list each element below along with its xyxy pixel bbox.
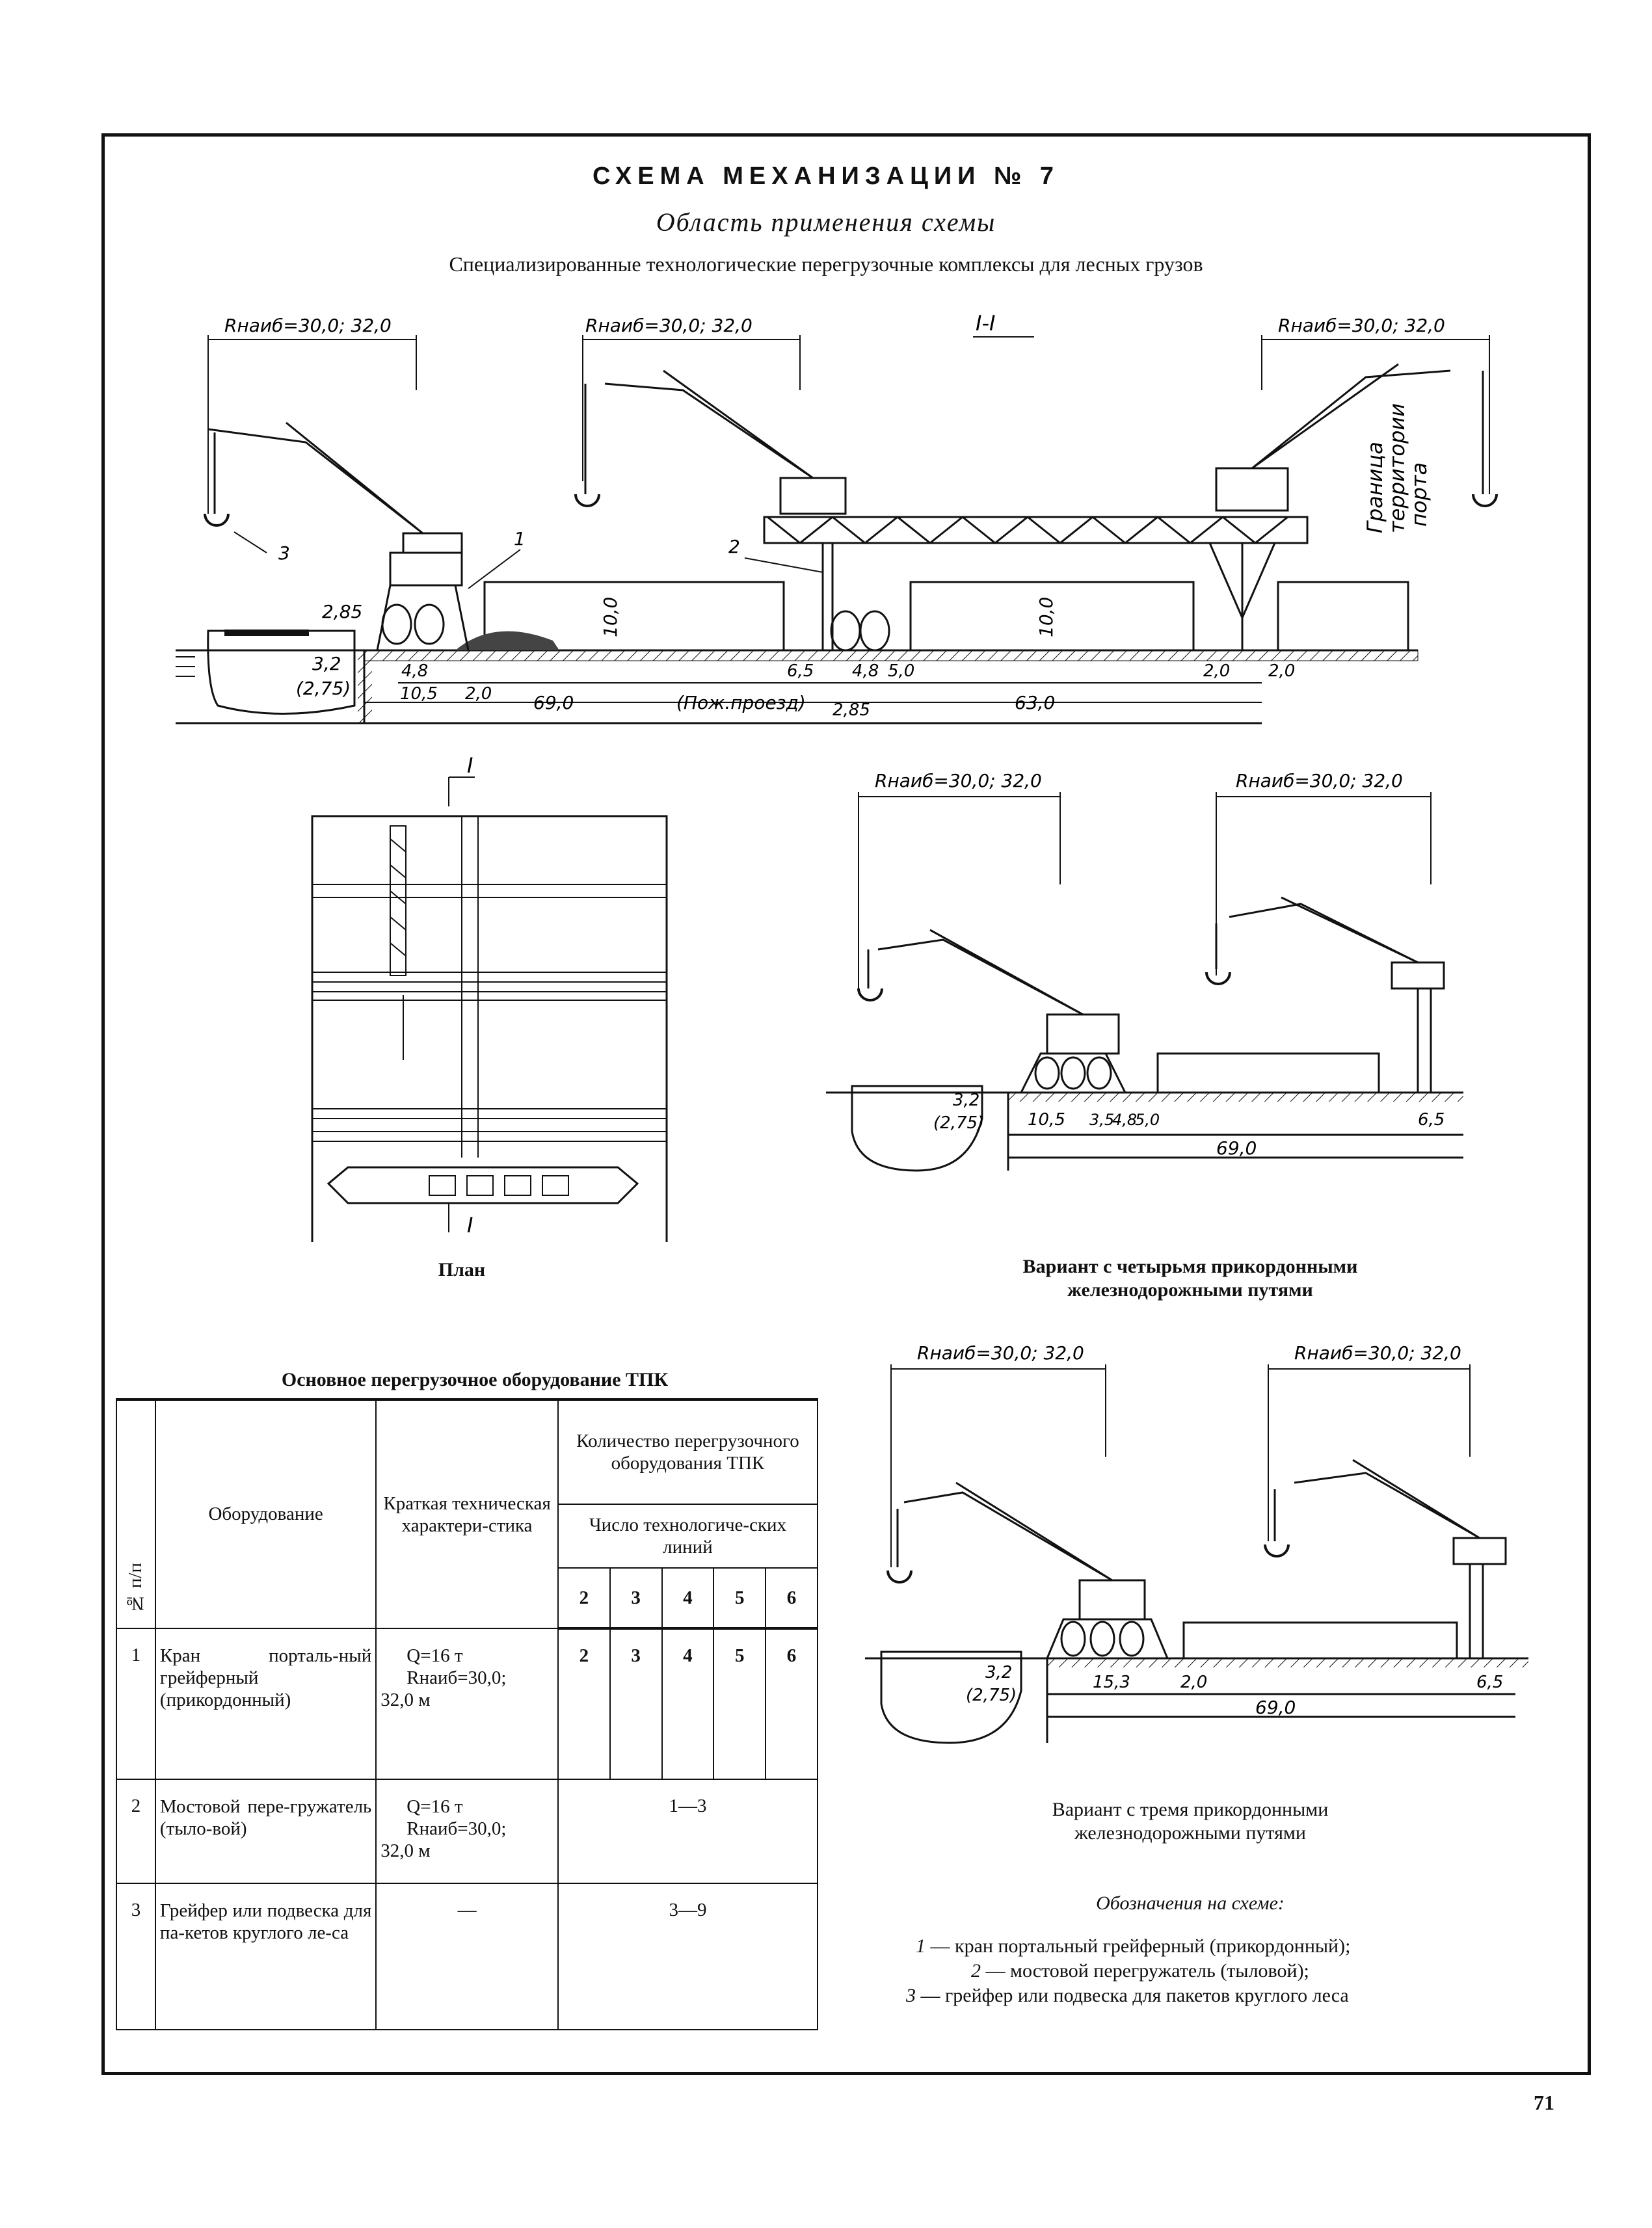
dim-48a: 4,8 — [401, 661, 428, 681]
table-row: 1 Кран порталь-ный грейферный (прикордон… — [116, 1628, 818, 1780]
dim-20a: 2,0 — [465, 684, 492, 704]
variant3-caption: Вариант с тремя прикордонными железнодор… — [1052, 1799, 1329, 1844]
v3-quay-depth-alt: (2,75) — [966, 1686, 1017, 1705]
qty-3: 3 — [609, 1628, 663, 1780]
qty-5: 5 — [713, 1628, 767, 1780]
height-label-285: 2,85 — [322, 601, 362, 622]
callout-3: 3 — [278, 542, 290, 564]
qty-4: 4 — [661, 1628, 715, 1780]
dim-20b: 2,0 — [1203, 661, 1230, 681]
line-count-2: 2 — [557, 1567, 611, 1630]
v3-dim-65: 6,5 — [1476, 1673, 1503, 1692]
port-boundary-label: Граница территории порта — [1363, 403, 1432, 533]
dim-48b: 4,8 — [852, 661, 879, 681]
radius-label-2: Rнаиб=30,0; 32,0 — [585, 315, 753, 336]
row-quantity-range: 1—3 — [557, 1779, 819, 1884]
row-equipment: Мостовой пере-гружатель (тыло-вой) — [154, 1779, 377, 1884]
row-num: 1 — [116, 1628, 156, 1780]
row-num: 3 — [116, 1883, 156, 2030]
plan-section-mark-top: I — [467, 754, 473, 778]
main-section-drawing: Rнаиб=30,0; 32,0 Rнаиб=30,0; 32,0 Rнаиб=… — [176, 311, 1498, 724]
v3-quay-depth: 3,2 — [985, 1663, 1012, 1682]
col-header-lines: Число технологиче-ских линий — [557, 1504, 819, 1569]
dim-20c: 2,0 — [1268, 661, 1295, 681]
dim-50: 5,0 — [888, 661, 914, 681]
v4-dim-65: 6,5 — [1418, 1110, 1445, 1130]
scheme-subtitle: Область применения схемы — [656, 207, 996, 237]
height-label-1: 10,0 — [600, 597, 621, 637]
plan-drawing: I I — [311, 754, 668, 1242]
col-header-quantity: Количество перегрузочного оборудования Т… — [557, 1398, 819, 1505]
dim-fire-lane: (Пож.проезд) — [676, 692, 806, 713]
v4-dim-50: 5,0 — [1135, 1111, 1160, 1129]
dim-690: 69,0 — [533, 692, 574, 713]
col-header-equipment: Оборудование — [154, 1398, 377, 1629]
v4-quay-depth: 3,2 — [953, 1091, 979, 1110]
quay-depth: 3,2 — [312, 653, 341, 674]
col-header-spec: Краткая техническая характери-стика — [375, 1398, 559, 1629]
plan-caption: План — [438, 1259, 486, 1280]
line-count-5: 5 — [713, 1567, 767, 1630]
svg-text:территории: территории — [1385, 403, 1409, 533]
variant4-caption: Вариант с четырьмя прикордонными железно… — [1022, 1256, 1358, 1301]
equipment-table: № п/п Оборудование Краткая техническая х… — [116, 1398, 819, 2030]
qty-2: 2 — [557, 1628, 611, 1780]
v4-radius-2: Rнаиб=30,0; 32,0 — [1236, 770, 1403, 791]
v3-radius-1: Rнаиб=30,0; 32,0 — [917, 1342, 1084, 1364]
row-equipment: Кран порталь-ный грейферный (прикордонны… — [154, 1628, 377, 1780]
v4-dim-48: 4,8 — [1112, 1111, 1137, 1129]
dim-630: 63,0 — [1015, 692, 1055, 713]
line-count-3: 3 — [609, 1567, 663, 1630]
radius-label-3: Rнаиб=30,0; 32,0 — [1278, 315, 1445, 336]
plan-section-mark-bottom: I — [467, 1213, 473, 1238]
legend-item-1: 1 — кран портальный грейферный (прикордо… — [916, 1935, 1351, 1957]
table-title: Основное перегрузочное оборудование ТПК — [281, 1369, 669, 1390]
row-spec: — — [375, 1883, 559, 2030]
col-header-num: № п/п — [116, 1398, 156, 1629]
page-number: 71 — [1534, 2091, 1554, 2114]
scheme-title: СХЕМА МЕХАНИЗАЦИИ № 7 — [592, 163, 1060, 190]
v3-dim-690: 69,0 — [1255, 1697, 1296, 1718]
v4-radius-1: Rнаиб=30,0; 32,0 — [875, 770, 1042, 791]
line-count-6: 6 — [765, 1567, 818, 1630]
callout-2: 2 — [728, 536, 740, 557]
v4-quay-depth-alt: (2,75) — [933, 1113, 984, 1133]
svg-text:Граница: Граница — [1363, 442, 1387, 533]
v3-radius-2: Rнаиб=30,0; 32,0 — [1294, 1342, 1461, 1364]
page-frame — [101, 133, 1591, 2075]
portal-crane-left — [204, 421, 470, 651]
legend-title: Обозначения на схеме: — [1096, 1892, 1285, 1914]
qty-6: 6 — [765, 1628, 818, 1780]
radius-label-1: Rнаиб=30,0; 32,0 — [224, 315, 392, 336]
v3-dim-20: 2,0 — [1180, 1673, 1207, 1692]
callout-1: 1 — [514, 528, 526, 550]
legend-item-2: 2 — мостовой перегружатель (тыловой); — [971, 1960, 1309, 1982]
legend-item-3: 3 — грейфер или подвеска для пакетов кру… — [906, 1985, 1349, 2006]
v4-dim-35: 3,5 — [1089, 1111, 1114, 1129]
row-num: 2 — [116, 1779, 156, 1884]
v4-dim-690: 69,0 — [1216, 1137, 1257, 1159]
height-label-2: 10,0 — [1035, 597, 1057, 637]
svg-text:порта: порта — [1407, 462, 1432, 527]
row-equipment: Грейфер или подвеска для па-кетов кругло… — [154, 1883, 377, 2030]
variant4-drawing: Rнаиб=30,0; 32,0 Rнаиб=30,0; 32,0 3,2 (2… — [826, 770, 1463, 1172]
dim-65: 6,5 — [787, 661, 814, 681]
dim-285: 2,85 — [833, 700, 870, 720]
section-label: I-I — [976, 311, 995, 336]
line-count-4: 4 — [661, 1567, 715, 1630]
table-row: 2 Мостовой пере-гружатель (тыло-вой) Q=1… — [116, 1779, 819, 1884]
v3-dim-153: 15,3 — [1093, 1673, 1130, 1692]
row-quantity-range: 3—9 — [557, 1883, 819, 2030]
quay-depth-alt: (2,75) — [296, 678, 351, 699]
table-row: 3 Грейфер или подвеска для па-кетов круг… — [116, 1883, 819, 2030]
application-text: Специализированные технологические перег… — [449, 252, 1203, 276]
bridge-transfer — [763, 516, 1309, 650]
variant3-drawing: Rнаиб=30,0; 32,0 Rнаиб=30,0; 32,0 3,2 (2… — [865, 1342, 1528, 1744]
v4-dim-105: 10,5 — [1028, 1110, 1065, 1130]
dim-105: 10,5 — [400, 684, 438, 704]
row-spec: Q=16 т Rнаиб=30,0; 32,0 м — [375, 1628, 559, 1780]
row-spec: Q=16 т Rнаиб=30,0; 32,0 м — [375, 1779, 559, 1884]
